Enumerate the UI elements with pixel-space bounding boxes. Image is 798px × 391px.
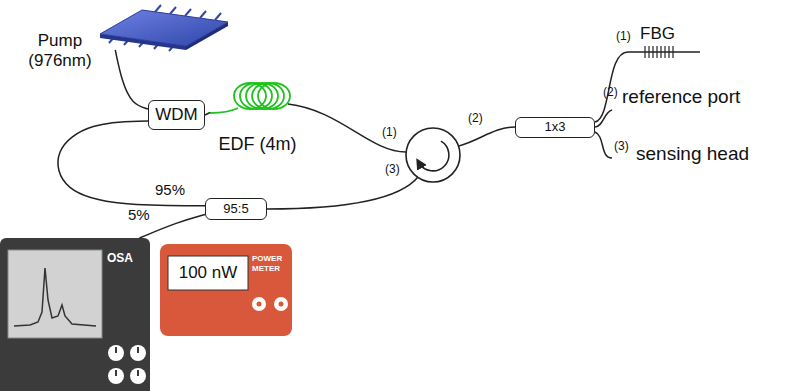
coil-turn (252, 83, 284, 109)
osa-screen (8, 250, 102, 338)
wdm-coupler: WDM (148, 100, 205, 130)
port-label: sensing head (636, 143, 749, 165)
edf-fiber: EDF (4m) (210, 72, 305, 162)
fiber-lines (267, 52, 700, 209)
circulator-body (406, 128, 460, 182)
knob (274, 297, 288, 311)
port-number: (1) (616, 30, 631, 44)
node-text: 95:5 (223, 202, 248, 217)
knob (108, 368, 124, 384)
power-meter-instrument (160, 244, 292, 336)
port-number: (2) (603, 86, 618, 100)
node-text: WDM (155, 105, 197, 125)
edf-coil (210, 83, 290, 113)
knob-mark (257, 302, 262, 307)
power-meter: 100 nWPOWER METER (160, 244, 292, 336)
node-text: OSA (107, 252, 147, 266)
splitter-box: 1x3 (515, 117, 595, 138)
spectrum-trace (14, 268, 96, 326)
knob (108, 345, 124, 361)
circulator-arrow (419, 141, 449, 171)
node-text: 1x3 (545, 120, 566, 135)
pump-laser: Pump (976nm) (95, 5, 230, 50)
node-text: 100 nW (168, 263, 248, 283)
fiber-connector (205, 113, 210, 116)
fiber-connector (58, 121, 205, 206)
fiber (459, 127, 515, 146)
osa-body (0, 238, 150, 391)
coupler-box: 95:5 (205, 198, 267, 220)
meter-body (160, 244, 292, 336)
pump-chip (100, 5, 228, 51)
node-text: POWER METER (252, 254, 288, 273)
coil-turn (258, 83, 290, 109)
fiber (210, 108, 238, 113)
knob (130, 368, 146, 384)
port-number: (2) (468, 112, 483, 126)
chip-top (100, 10, 228, 46)
fiber-connector (115, 50, 148, 109)
knob-marks (116, 347, 138, 376)
port-number: (3) (385, 163, 400, 177)
fiber (267, 177, 418, 209)
knob-mark (279, 302, 284, 307)
fbg-grating (642, 46, 676, 58)
osa-device: OSA (0, 238, 150, 391)
fbg-label: FBG (640, 24, 675, 44)
fiber (288, 104, 406, 152)
fiber (595, 110, 612, 127)
meter-screen (168, 256, 248, 290)
split-ratio: 95% (155, 181, 185, 198)
port-number: (3) (614, 140, 629, 154)
node-text: EDF (4m) (210, 134, 305, 155)
osa-knobs (108, 345, 146, 384)
port-label: reference port (622, 86, 740, 108)
port-number: (1) (382, 126, 397, 140)
node-text: Pump (976nm) (27, 31, 93, 70)
split-ratio: 5% (128, 206, 150, 223)
osa-instrument (0, 238, 150, 391)
fiber (595, 132, 612, 158)
knob (252, 297, 266, 311)
knob (130, 345, 146, 361)
circulator (406, 128, 460, 182)
